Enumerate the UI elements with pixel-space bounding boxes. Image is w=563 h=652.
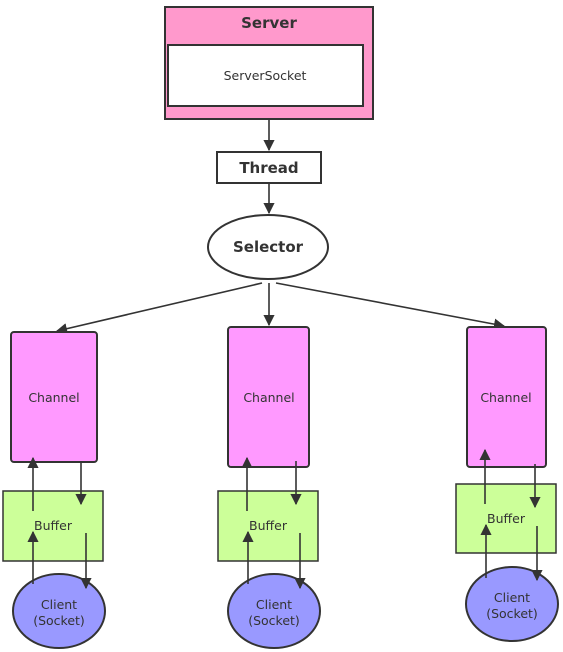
column-2: Channel Buffer Client (Socket): [217, 326, 321, 649]
channel-label: Channel: [480, 390, 531, 405]
client-node: [465, 566, 559, 642]
client-label-line1: Client: [494, 590, 530, 605]
selector-to-channel-3-arrow: [275, 282, 506, 330]
client-node: [12, 573, 106, 649]
client-node: [227, 573, 321, 649]
buffer-label: Buffer: [34, 518, 73, 533]
client-label-line2: (Socket): [486, 606, 538, 621]
thread-label: Thread: [239, 159, 298, 177]
column-3: Channel Buffer Client (Socket): [455, 326, 559, 642]
buffer-node: [455, 483, 557, 554]
selector-to-channel-1-arrow: [55, 282, 263, 335]
server-node: Server ServerSocket: [164, 6, 374, 120]
client-label-line1: Client: [256, 597, 292, 612]
buffer-label: Buffer: [249, 518, 288, 533]
column-1: Channel Buffer Client (Socket): [2, 331, 106, 649]
channel-node: [466, 326, 547, 468]
channel-label: Channel: [28, 390, 79, 405]
channel-label: Channel: [243, 390, 294, 405]
server-socket-label: ServerSocket: [224, 68, 307, 83]
server-title: Server: [241, 14, 297, 32]
channel-node: [227, 326, 310, 468]
thread-node: Thread: [216, 151, 322, 184]
client-label-line2: (Socket): [33, 613, 85, 628]
selector-node: Selector: [207, 214, 329, 280]
selector-label: Selector: [233, 238, 304, 256]
client-label-line2: (Socket): [248, 613, 300, 628]
buffer-label: Buffer: [487, 511, 526, 526]
channel-node: [10, 331, 98, 463]
client-label-line1: Client: [41, 597, 77, 612]
